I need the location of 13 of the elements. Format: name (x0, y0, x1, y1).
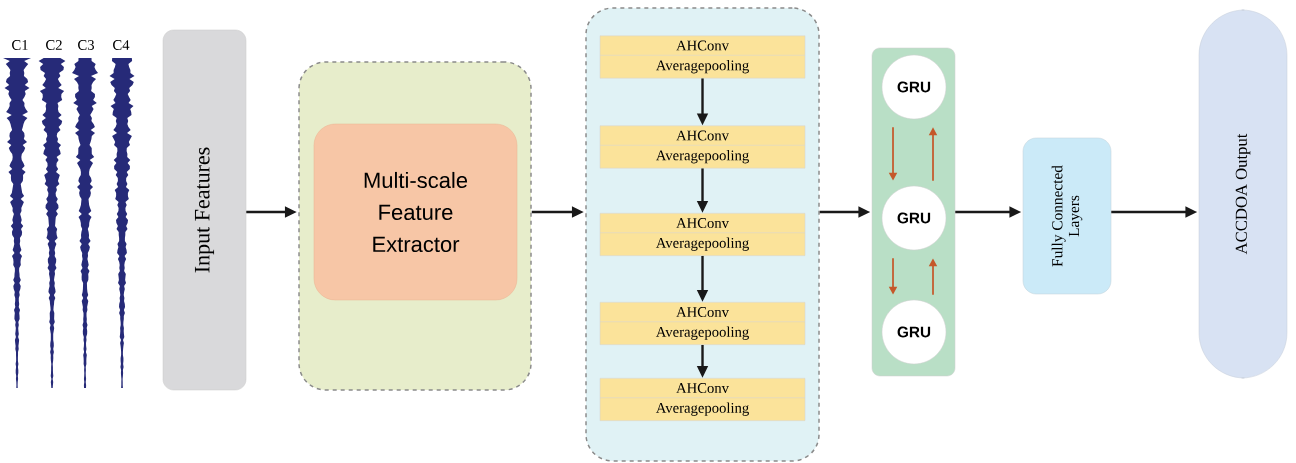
channel-label: C4 (113, 40, 130, 50)
channel-label: C3 (78, 40, 94, 50)
conv-pooling-block: AHConv Averagepooling (599, 35, 806, 79)
conv-pooling-block: AHConv Averagepooling (599, 213, 806, 256)
channel-label: C1 (12, 40, 28, 50)
fc-layers-box: Fully Connected Layers (1022, 137, 1112, 295)
channel-label: C2 (46, 40, 62, 50)
output-box: ACCDOA Output (1198, 9, 1288, 379)
conv-pooling-block: AHConv Averagepooling (599, 125, 806, 169)
conv-pooling-block: AHConv Averagepooling (599, 378, 806, 421)
conv-pooling-block: AHConv Averagepooling (599, 302, 806, 345)
feature-extractor-box: Multi-scale Feature Extractor (313, 123, 518, 301)
input-features-box: Input Features (162, 29, 247, 391)
